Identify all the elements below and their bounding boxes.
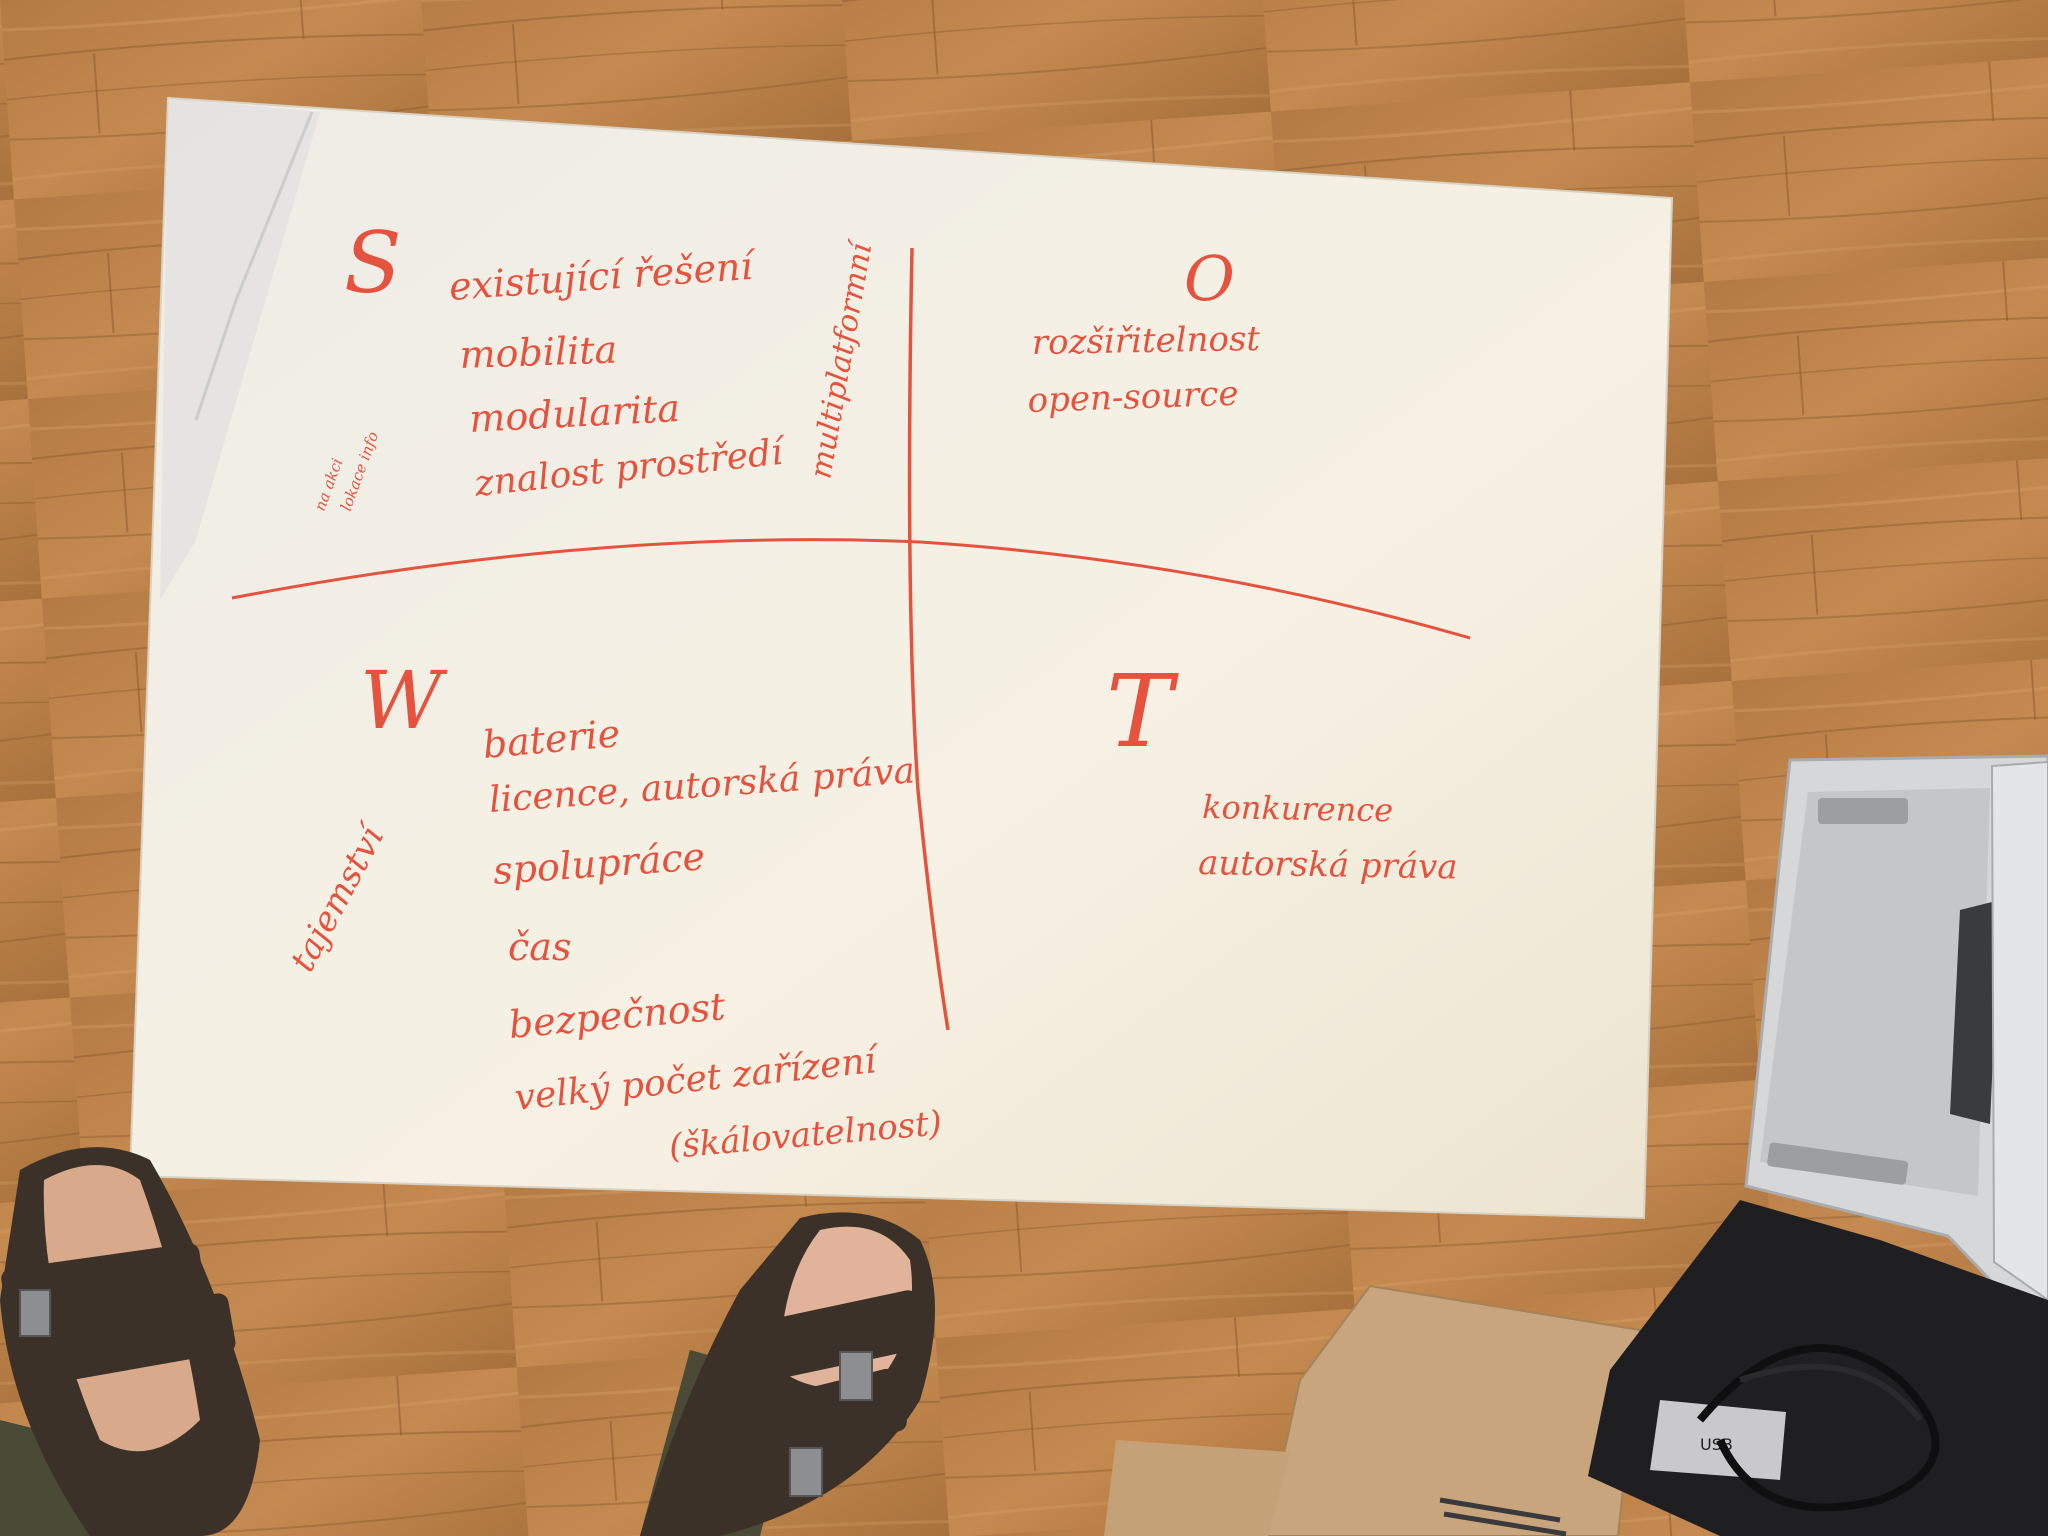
plastic-crate [1744,754,2048,1322]
right-sandal [640,1212,935,1536]
strength-item-2: mobilita [459,328,618,377]
opportunities-letter: O [1184,242,1235,315]
opportunity-item-1: rozšiřitelnost [1031,319,1260,363]
vertical-divider [907,247,950,1031]
threat-item-2: autorská práva [1198,843,1458,888]
strengths-letter: S [344,214,402,312]
cardboard-box [1104,1284,1642,1536]
weakness-item-4: čas [508,925,571,969]
threat-item-1: konkurence [1202,788,1394,829]
weaknesses-letter: W [360,654,448,747]
opportunity-item-2: open-source [1027,374,1239,421]
dark-box-with-cables: USB [1588,1200,2048,1536]
left-sandal [0,1147,260,1536]
swot-paper [128,96,1674,1220]
threats-letter: T [1106,653,1179,770]
horizontal-divider [231,538,1471,640]
